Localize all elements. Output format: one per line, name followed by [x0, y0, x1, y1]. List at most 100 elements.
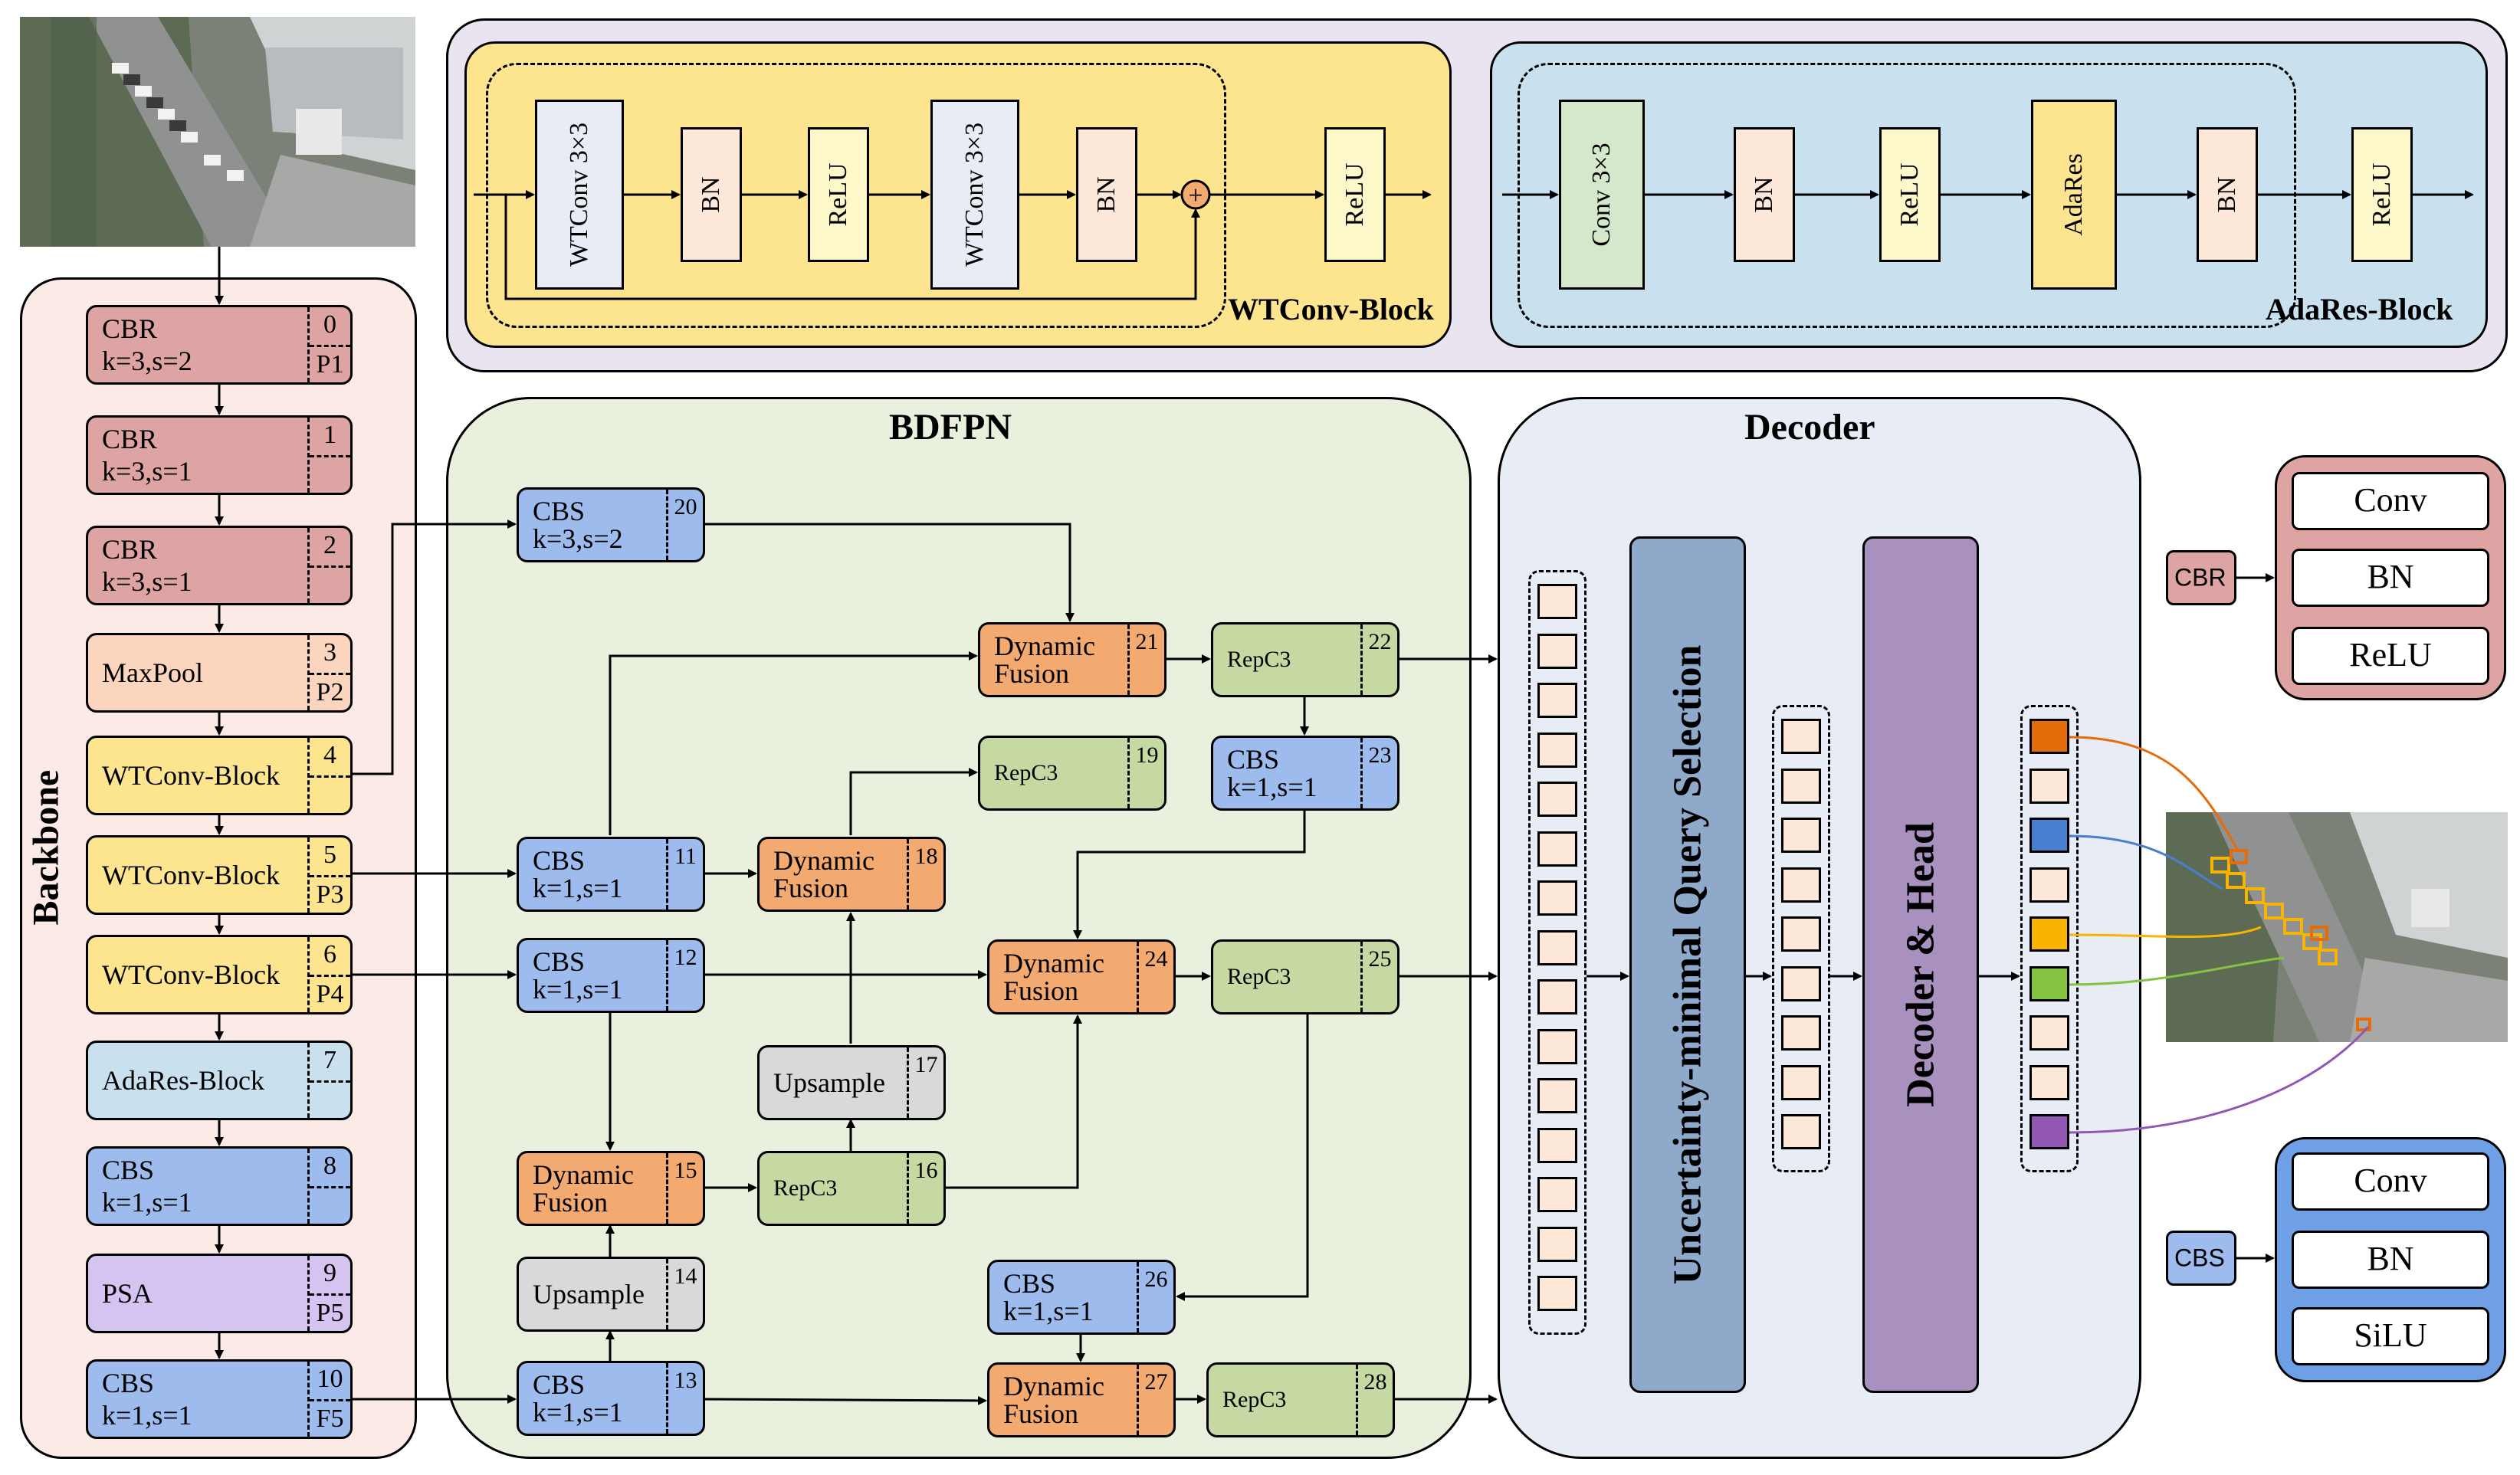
- legend-cbs-tag: CBS: [2166, 1231, 2236, 1286]
- output-query-cell: [2029, 916, 2069, 952]
- output-curve: [2069, 1026, 2370, 1134]
- input-aerial-image: [20, 17, 415, 247]
- query-cell: [1781, 965, 1821, 1001]
- query-cell: [1537, 1127, 1577, 1163]
- wtconv-conv1: WTConv 3×3: [535, 100, 624, 290]
- query-cell: [1537, 584, 1577, 619]
- query-cell: [1537, 880, 1577, 916]
- wtconv-conv2: WTConv 3×3: [930, 100, 1019, 290]
- add-circle: [1180, 179, 1211, 210]
- adares-bn1: BN: [1734, 127, 1795, 262]
- wtconv-block-title: WTConv-Block: [1228, 292, 1434, 326]
- output-curve: [2069, 736, 2239, 851]
- add-symbol: +: [1188, 182, 1203, 210]
- adares-relu2: ReLU: [2351, 127, 2413, 262]
- legend-cbr-tag: CBR: [2166, 550, 2236, 605]
- output-curve: [2069, 834, 2223, 890]
- adares-relu1: ReLU: [1879, 127, 1941, 262]
- decoder-head-bar: Decoder & Head: [1862, 536, 1979, 1393]
- wtconv-relu1: ReLU: [808, 127, 869, 262]
- legend-cbs-conv: Conv: [2292, 1152, 2489, 1211]
- wtconv-bn1: BN: [681, 127, 742, 262]
- wtconv-relu2: ReLU: [1324, 127, 1386, 262]
- query-cell: [1537, 831, 1577, 867]
- query-cell: [1537, 633, 1577, 669]
- query-column-1: [1528, 570, 1586, 1335]
- adares-bn2: BN: [2197, 127, 2258, 262]
- query-cell: [1781, 916, 1821, 952]
- legend-cbr-conv: Conv: [2292, 472, 2489, 530]
- adares-conv: Conv 3×3: [1559, 100, 1645, 290]
- output-query-cell: [2029, 768, 2069, 804]
- legend-cbs-silu: SiLU: [2292, 1307, 2489, 1365]
- query-cell: [1781, 867, 1821, 903]
- output-query-cell: [2029, 867, 2069, 903]
- legend-cbr-relu: ReLU: [2292, 627, 2489, 685]
- output-query-cell: [2029, 1114, 2069, 1149]
- query-selection-bar: Uncertainty-minimal Query Selection: [1629, 536, 1746, 1393]
- query-column-2: [1772, 705, 1830, 1172]
- output-query-cell: [2029, 1015, 2069, 1051]
- query-cell: [1781, 719, 1821, 754]
- query-cell: [1537, 1078, 1577, 1113]
- query-cell: [1537, 1226, 1577, 1262]
- query-cell: [1781, 768, 1821, 804]
- output-query-cell: [2029, 1064, 2069, 1100]
- query-cell: [1537, 929, 1577, 965]
- query-cell: [1537, 1177, 1577, 1212]
- output-query-cell: [2029, 818, 2069, 853]
- query-cell: [1537, 1028, 1577, 1064]
- query-cell: [1537, 979, 1577, 1014]
- output-query-cell: [2029, 719, 2069, 754]
- adares-adares: AdaRes: [2031, 100, 2117, 290]
- output-detection-image: [2166, 812, 2508, 1042]
- wtconv-bn2: BN: [1076, 127, 1137, 262]
- adares-block-title: AdaRes-Block: [2266, 292, 2453, 326]
- query-cell: [1537, 782, 1577, 817]
- legend-cbs-bn: BN: [2292, 1231, 2489, 1289]
- query-cell: [1537, 683, 1577, 718]
- output-curve: [2069, 926, 2262, 938]
- decoder-title: Decoder: [1744, 407, 1875, 447]
- output-query-column: [2020, 705, 2079, 1172]
- query-cell: [1781, 1015, 1821, 1051]
- query-cell: [1781, 1064, 1821, 1100]
- query-cell: [1781, 1114, 1821, 1149]
- query-cell: [1537, 732, 1577, 768]
- output-curve: [2069, 956, 2285, 986]
- bdfpn-panel: [446, 397, 1472, 1459]
- query-cell: [1781, 818, 1821, 853]
- query-cell: [1537, 1276, 1577, 1311]
- legend-cbr-bn: BN: [2292, 549, 2489, 607]
